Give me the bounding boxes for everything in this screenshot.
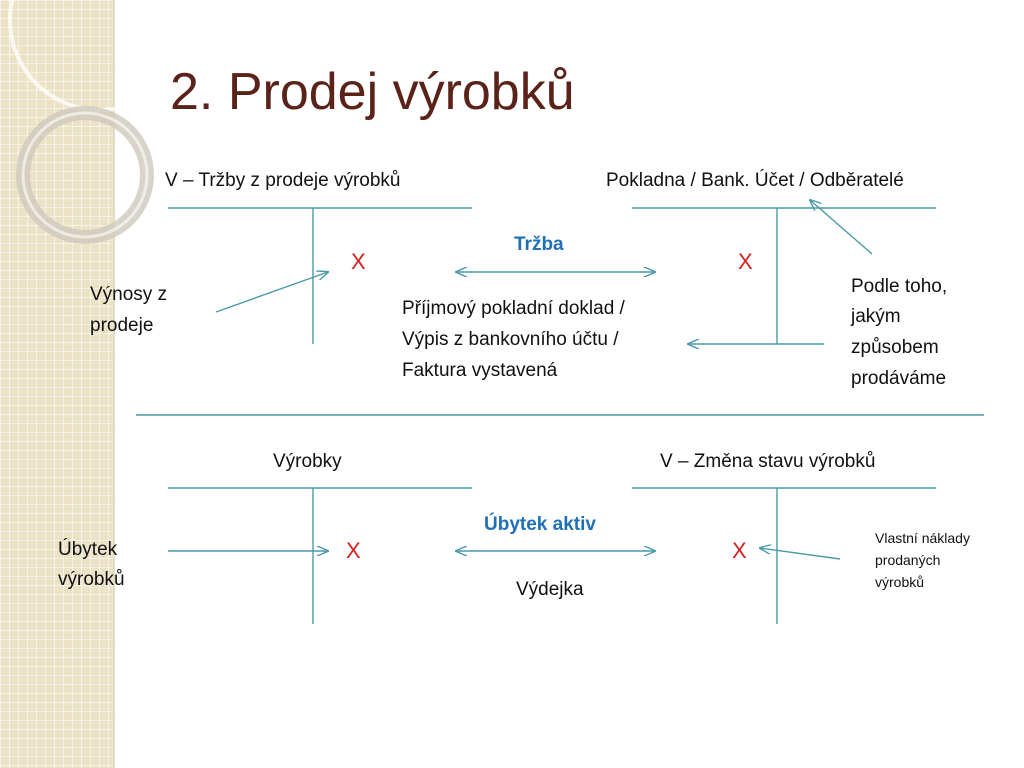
mark-x-trzby: X — [351, 249, 366, 274]
note-podle-line-1: Podle toho, — [851, 276, 948, 297]
account-title-vyrobky: Výrobky — [273, 451, 342, 472]
note-podle-line-3: způsobem — [851, 337, 939, 358]
document-label-line-1: Příjmový pokladní doklad / — [402, 298, 625, 319]
account-title-pokladna: Pokladna / Bank. Účet / Odběratelé — [606, 170, 904, 191]
document-label-line-2: Výpis z bankovního účtu / — [402, 329, 619, 350]
note-ubytek-line-1: Úbytek — [58, 539, 118, 560]
decorative-left-strip — [0, 0, 113, 768]
label-ubytek-aktiv: Úbytek aktiv — [484, 514, 596, 535]
ring-small-inner — [21, 111, 149, 239]
arrow-vlastni-naklady — [760, 548, 841, 560]
document-label-line-3: Faktura vystavená — [402, 360, 558, 381]
note-podle-line-2: jakým — [851, 306, 901, 327]
note-vynosy-line-2: prodeje — [90, 315, 154, 336]
note-ubytek-line-2: výrobků — [58, 569, 125, 590]
label-trzba: Tržba — [514, 234, 564, 255]
mark-x-vyrobky: X — [346, 538, 361, 563]
note-podle-line-4: prodáváme — [851, 368, 947, 389]
account-title-zmena-stavu: V – Změna stavu výrobků — [660, 451, 876, 472]
slide-title: 2. Prodej výrobků — [170, 63, 575, 121]
decorative-rings — [8, 0, 192, 244]
note-naklady-line-2: prodaných — [875, 552, 941, 568]
label-vydejka: Výdejka — [516, 579, 584, 600]
arrow-vynosy — [215, 272, 328, 313]
strip-edge — [113, 0, 115, 768]
arrow-podle-toho — [810, 200, 873, 255]
note-naklady-line-1: Vlastní náklady — [875, 530, 970, 546]
note-vynosy-line-1: Výnosy z — [90, 284, 168, 305]
mark-x-pokladna: X — [738, 249, 753, 274]
note-naklady-line-3: výrobků — [875, 574, 925, 590]
account-title-trzby: V – Tržby z prodeje výrobků — [165, 170, 401, 191]
mark-x-zmena-stavu: X — [732, 538, 747, 563]
